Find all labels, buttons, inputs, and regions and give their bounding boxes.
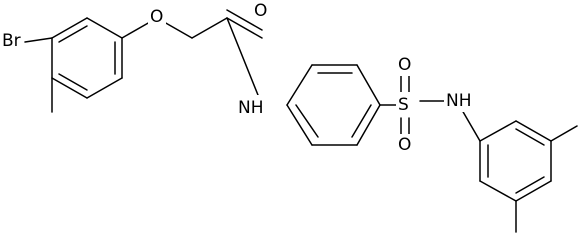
ether-oxygen-label: O — [150, 7, 163, 27]
ring1-bond — [86, 77, 123, 99]
sulfur-label: S — [398, 95, 409, 115]
label-mask — [396, 54, 414, 76]
ring2-bond — [356, 64, 381, 106]
ring2-bond — [286, 64, 313, 106]
sulfonyl-oxygen-top-label: O — [398, 55, 411, 75]
carbonyl-double-bond — [226, 17, 263, 39]
carbonyl-double-bond — [226, 9, 263, 31]
ring3-bond — [515, 180, 552, 202]
c-br-bond — [24, 37, 53, 43]
ring1-bond — [51, 17, 88, 39]
ring2-inner-double-bond — [295, 104, 319, 138]
carbonyl-oxygen-label: O — [254, 1, 267, 21]
sulfonamide-nh-label: NH — [446, 91, 472, 111]
label-mask — [0, 28, 24, 52]
n-ring-bond — [461, 109, 481, 142]
label-mask — [396, 92, 414, 116]
label-mask — [444, 88, 476, 112]
ring3-inner-double-bond — [515, 176, 545, 194]
c-methyl-bond — [550, 125, 578, 142]
bromine-label: Br — [2, 31, 21, 51]
ring2-inner-double-bond — [351, 104, 372, 138]
sulfonyl-oxygen-bottom-label: O — [398, 135, 411, 155]
bromomethylphenyl-ring — [51, 17, 123, 99]
carbonyl-n-bond — [226, 17, 263, 106]
ring1-bond — [86, 17, 123, 39]
ch2-carbonyl-bond — [191, 17, 228, 39]
phenylene-ring — [286, 64, 381, 146]
label-mask — [252, 0, 270, 22]
ring2-bond — [286, 104, 313, 146]
ring3-bond — [479, 120, 517, 142]
label-mask — [148, 4, 166, 28]
amide-nh-label: NH — [238, 98, 264, 118]
ring3-bond — [515, 120, 552, 142]
ring1-bond — [51, 77, 88, 99]
label-mask — [396, 134, 414, 156]
label-mask — [236, 95, 286, 117]
ring3-inner-double-bond — [515, 128, 545, 146]
ring1-inner-double-bond — [58, 73, 88, 91]
ring2-bond — [356, 104, 381, 146]
ring3-bond — [479, 180, 517, 202]
dimethylphenyl-ring — [479, 120, 552, 202]
ring1-inner-double-bond — [58, 25, 88, 43]
